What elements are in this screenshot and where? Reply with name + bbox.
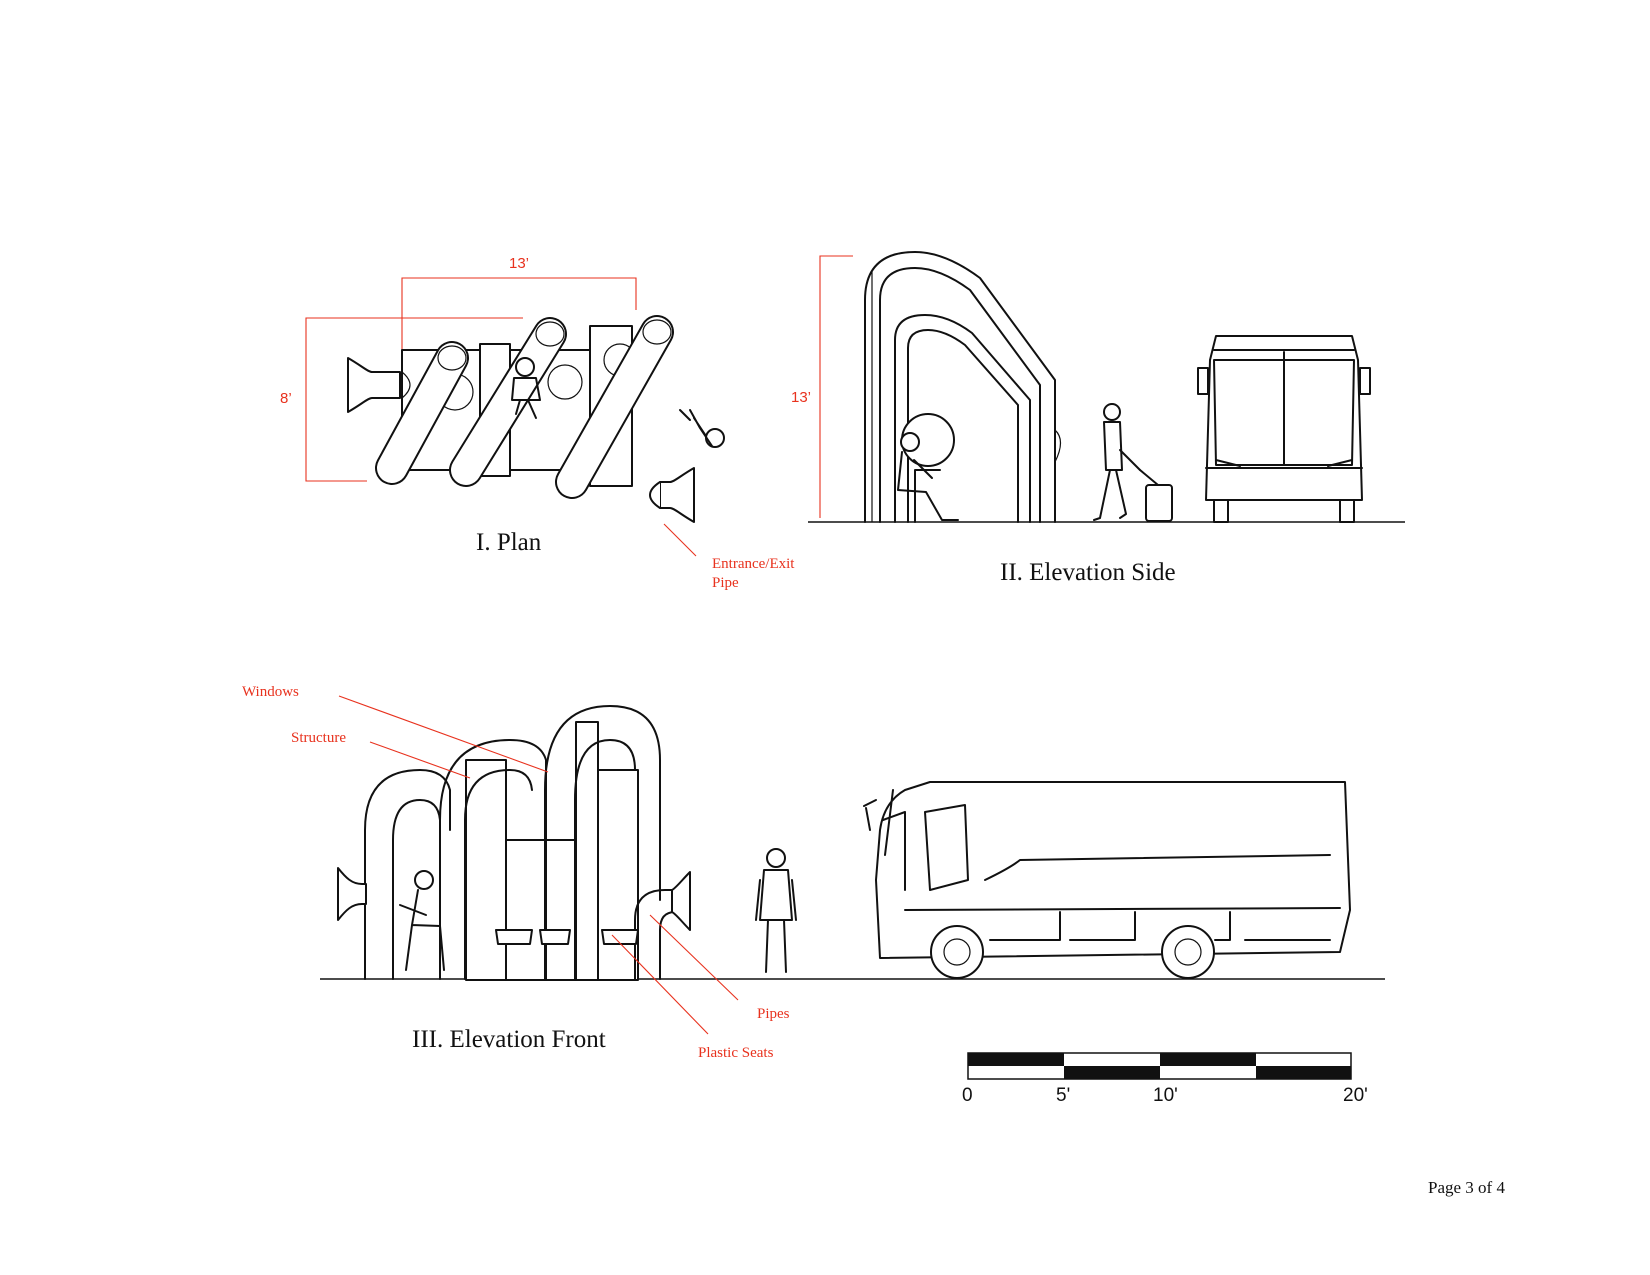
side-height-dimension-line (819, 255, 853, 518)
front-funnel-left (337, 867, 367, 921)
scale-label-0: 0 (962, 1085, 973, 1106)
front-elevation-view: Windows Structure Pipes Plastic Seats II… (242, 684, 1385, 1061)
entrance-callout-line2: Pipe (712, 575, 739, 591)
plan-width-dimension: 13’ (509, 255, 529, 272)
plan-entrance-funnel-left (347, 357, 411, 413)
scale-bar: 0 5' 10' 20' (962, 1052, 1368, 1106)
front-elevation-title: III. Elevation Front (412, 1026, 606, 1053)
side-seated-person (897, 432, 959, 521)
scale-label-10: 10' (1153, 1085, 1178, 1106)
plan-standing-person (679, 409, 725, 448)
front-funnel-right (671, 871, 691, 931)
plastic-seats-callout: Plastic Seats (698, 1045, 774, 1061)
front-standing-person (755, 848, 797, 973)
page-number: Page 3 of 4 (1428, 1178, 1505, 1197)
side-walking-person-with-luggage (1093, 403, 1173, 522)
plan-depth-dimension: 8’ (280, 390, 292, 407)
side-shelter (864, 251, 1062, 523)
plan-title: I. Plan (476, 529, 542, 556)
entrance-callout-line1: Entrance/Exit (712, 556, 795, 572)
entrance-leader-line (663, 523, 697, 557)
plan-seated-person (511, 357, 541, 419)
front-callout-leaders (338, 695, 739, 1035)
plan-pipes (375, 315, 674, 499)
side-elevation-title: II. Elevation Side (1000, 559, 1176, 586)
front-pipes (364, 705, 676, 980)
scale-label-5: 5' (1056, 1085, 1070, 1106)
bus-front-view (1197, 335, 1371, 523)
front-plastic-seats (495, 929, 639, 945)
structure-callout: Structure (291, 730, 346, 746)
side-height-dimension: 13’ (791, 389, 811, 406)
pipes-callout: Pipes (757, 1006, 790, 1022)
plan-dimension-lines (305, 277, 637, 482)
side-elevation-view: 13’ (791, 251, 1405, 586)
plan-title-text: I. Plan (476, 529, 542, 556)
bus-side-view (863, 781, 1351, 979)
scale-label-20: 20' (1343, 1085, 1368, 1106)
plan-entrance-funnel-right (649, 467, 695, 523)
front-seated-person (399, 870, 445, 971)
plan-view: I. Plan 13’ 8’ Entrance/Exit Pipe (280, 255, 795, 591)
windows-callout: Windows (242, 684, 299, 700)
